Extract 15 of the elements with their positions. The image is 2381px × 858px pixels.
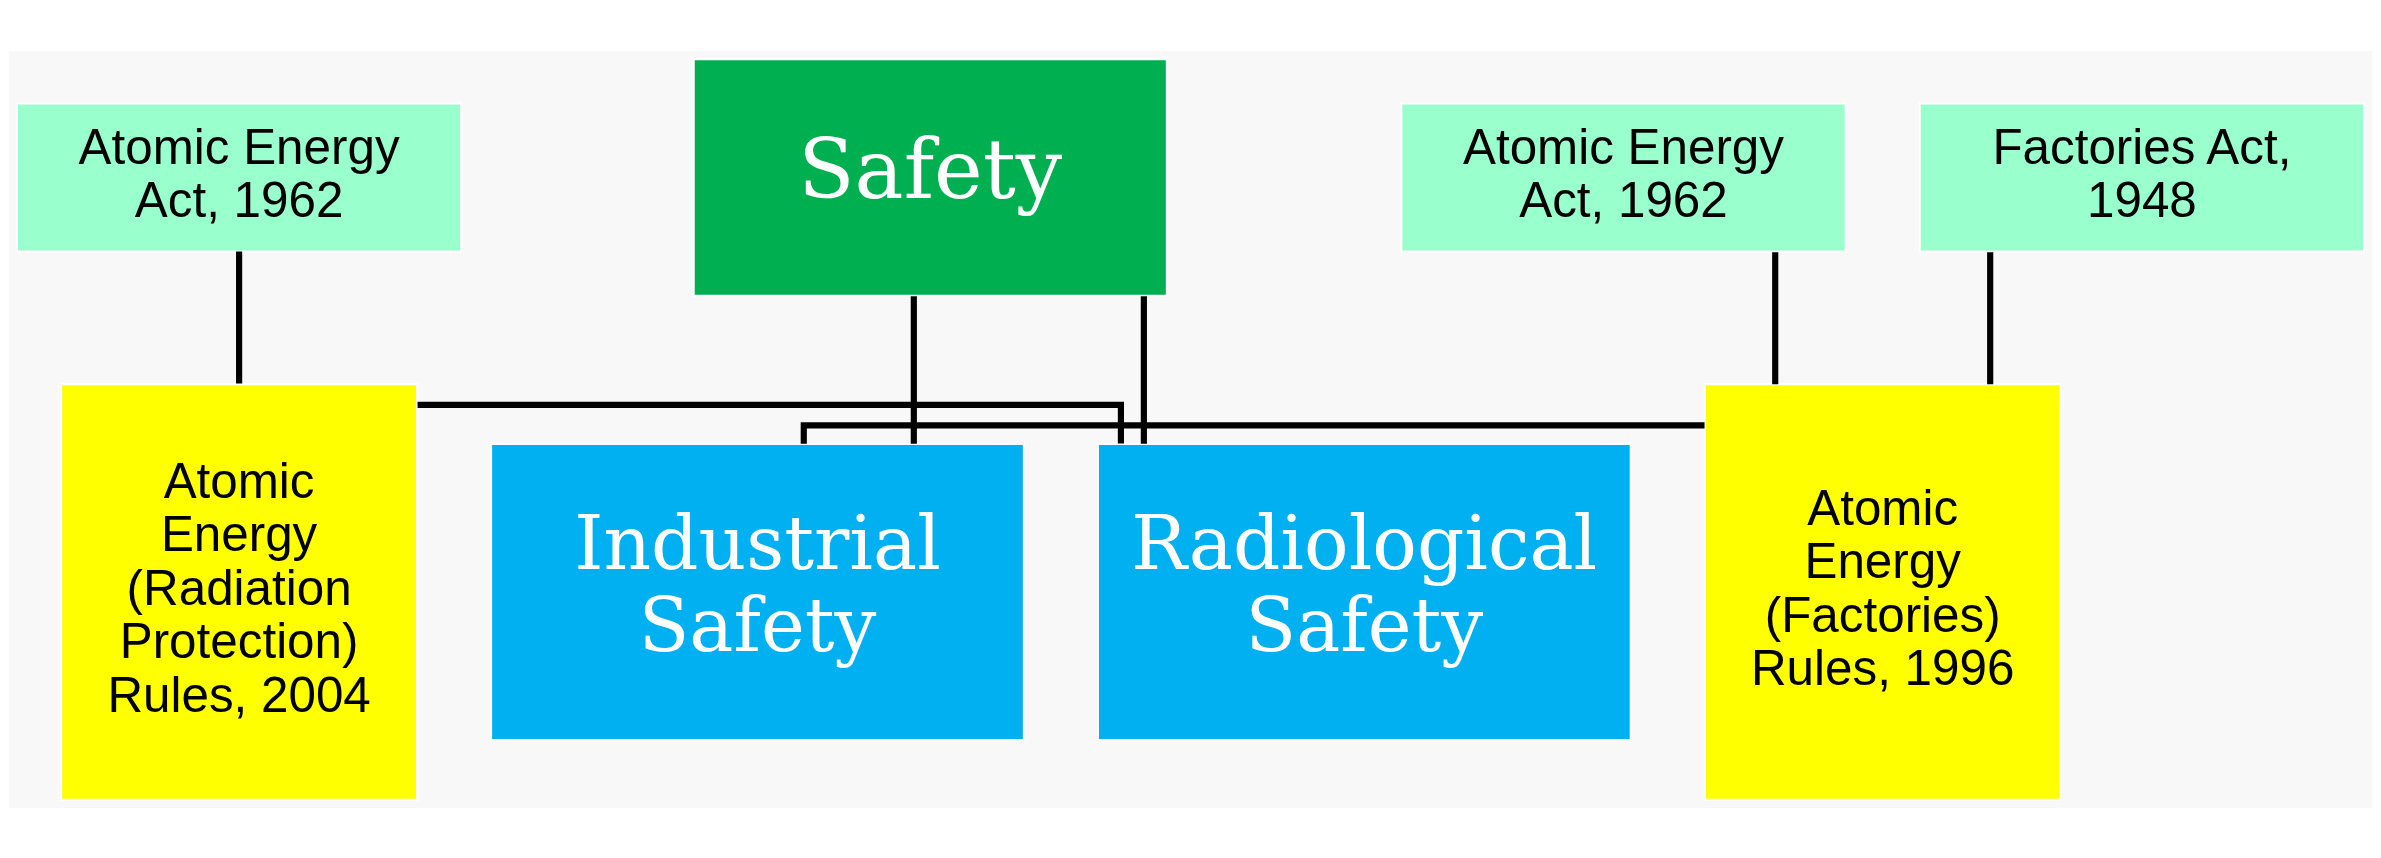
node-box: Atomic Energy (Radiation Protection) Rules, 2004 — [60, 382, 419, 801]
connector — [800, 421, 1705, 444]
connector — [1987, 251, 1994, 384]
node-box: Factories Act, 1948 — [1918, 101, 2366, 253]
connector — [1140, 295, 1147, 444]
node-box: Atomic Energy (Factories) Rules, 1996 — [1703, 382, 2062, 801]
connector — [417, 401, 1124, 444]
connector — [1772, 251, 1779, 384]
node-box: Atomic Energy Act, 1962 — [15, 101, 463, 253]
connector — [236, 251, 243, 383]
node-box: Safety — [692, 57, 1168, 297]
node-box: Industrial Safety — [490, 442, 1025, 741]
node-box: Radiological Safety — [1096, 442, 1632, 741]
node-box: Atomic Energy Act, 1962 — [1400, 101, 1847, 253]
connector — [910, 295, 917, 444]
